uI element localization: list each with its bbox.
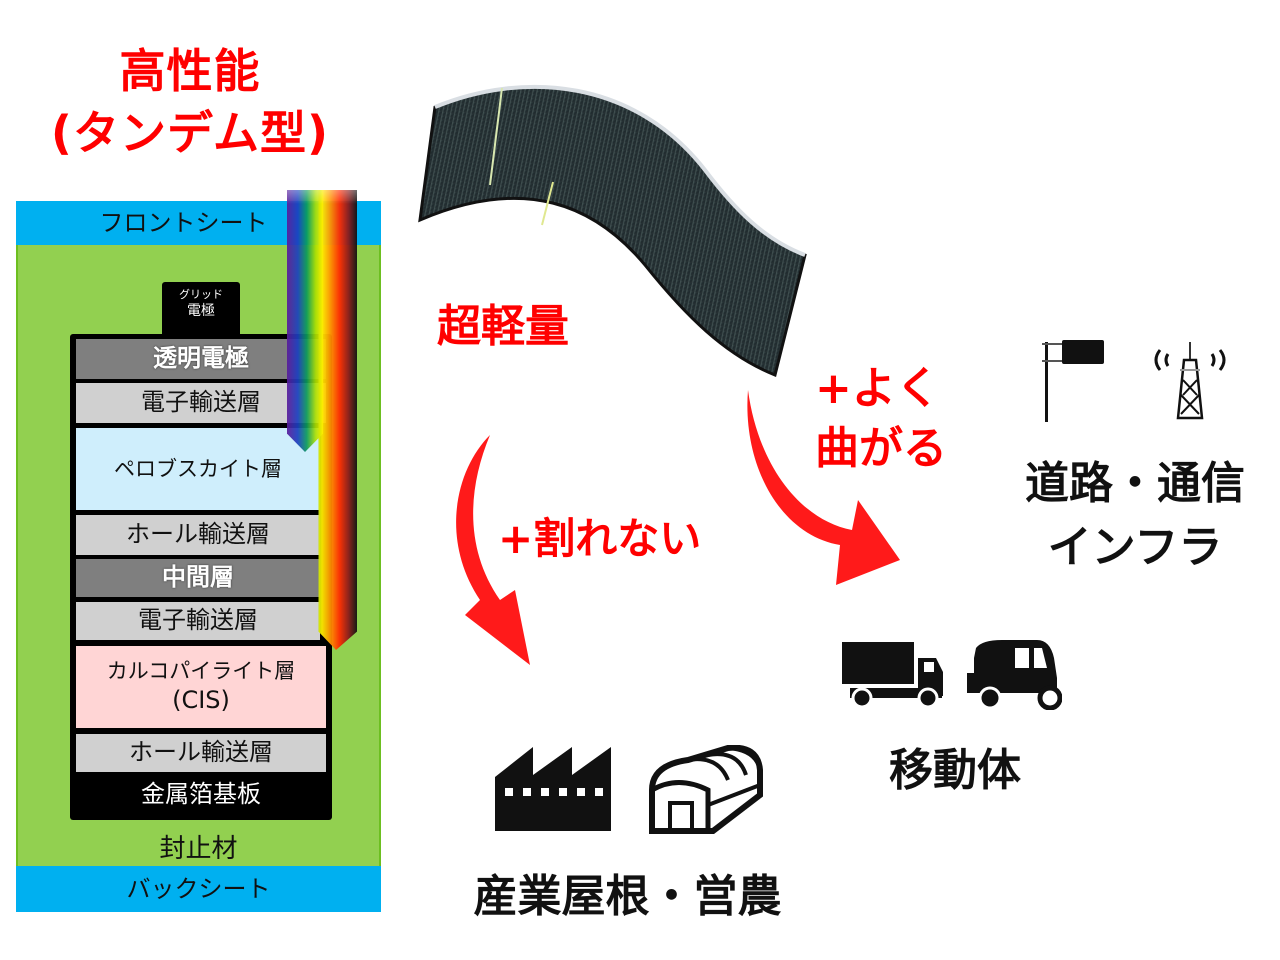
arrow-to-industrial-icon <box>456 435 530 665</box>
feature-flexible-line1: +よく <box>815 363 940 414</box>
layer-label: 中間層 <box>162 563 234 592</box>
layer-label: 電子輸送層 <box>138 606 258 635</box>
greenhouse-icon <box>649 745 763 834</box>
grid-electrode-line1: グリッド <box>179 288 223 301</box>
arrow-to-mobility-icon <box>747 390 900 585</box>
back-sheet-layer: バックシート <box>16 866 381 912</box>
light-beam-cap <box>287 190 357 204</box>
layer-electron-transport-1: 電子輸送層 <box>76 383 326 423</box>
feature-flexible: +よく 曲がる <box>815 362 947 476</box>
application-infrastructure-label: 道路・通信 インフラ <box>1000 455 1270 577</box>
layer-label: カルコパイライト層 <box>106 659 296 684</box>
infrastructure-line2: インフラ <box>1047 522 1223 573</box>
front-sheet-label: フロントシート <box>99 209 268 237</box>
layer-label: ペロブスカイト層 <box>114 456 282 481</box>
back-sheet-label: バックシート <box>126 875 271 903</box>
feature-unbreakable: +割れない <box>498 514 702 563</box>
layer-label: ホール輸送層 <box>126 520 270 549</box>
encapsulant-label: 封止材 <box>159 834 238 864</box>
flexible-solar-panel-icon <box>418 84 807 378</box>
layer-sublabel: (CIS) <box>172 686 230 715</box>
road-sign-icon <box>1042 340 1104 422</box>
truck-icon <box>842 642 943 708</box>
radio-tower-icon <box>1154 342 1226 420</box>
layer-label: 透明電極 <box>153 344 249 373</box>
layer-hole-transport-1: ホール輸送層 <box>76 515 320 555</box>
grid-electrode: グリッド 電極 <box>162 282 240 336</box>
layer-hole-transport-2: ホール輸送層 <box>76 734 326 772</box>
layer-electron-transport-2: 電子輸送層 <box>76 602 320 640</box>
factory-icon <box>495 747 611 831</box>
application-industrial-label: 産業屋根・営農 <box>473 871 782 922</box>
grid-electrode-line2: 電極 <box>187 303 215 319</box>
title-high-performance: 高性能 (タンデム型) <box>40 42 340 162</box>
layer-metal-foil-substrate: 金属箔基板 <box>76 774 326 816</box>
title-line-1: 高性能 <box>119 44 261 98</box>
layer-label: ホール輸送層 <box>129 738 273 767</box>
layer-chalcopyrite-cis: カルコパイライト層 (CIS) <box>76 646 326 728</box>
layer-transparent-electrode: 透明電極 <box>76 339 326 379</box>
title-line-2: (タンデム型) <box>50 106 330 160</box>
layer-perovskite: ペロブスカイト層 <box>76 428 320 510</box>
layer-interlayer: 中間層 <box>76 559 320 597</box>
feature-flexible-line2: 曲がる <box>815 423 947 474</box>
layer-label: 金属箔基板 <box>141 780 261 809</box>
infrastructure-line1: 道路・通信 <box>1025 458 1245 509</box>
layer-label: 電子輸送層 <box>141 388 261 417</box>
tuk-tuk-icon <box>967 640 1062 710</box>
feature-lightweight: 超軽量 <box>437 301 569 352</box>
application-mobility-label: 移動体 <box>889 745 1021 796</box>
light-beam-short-icon <box>287 190 323 452</box>
